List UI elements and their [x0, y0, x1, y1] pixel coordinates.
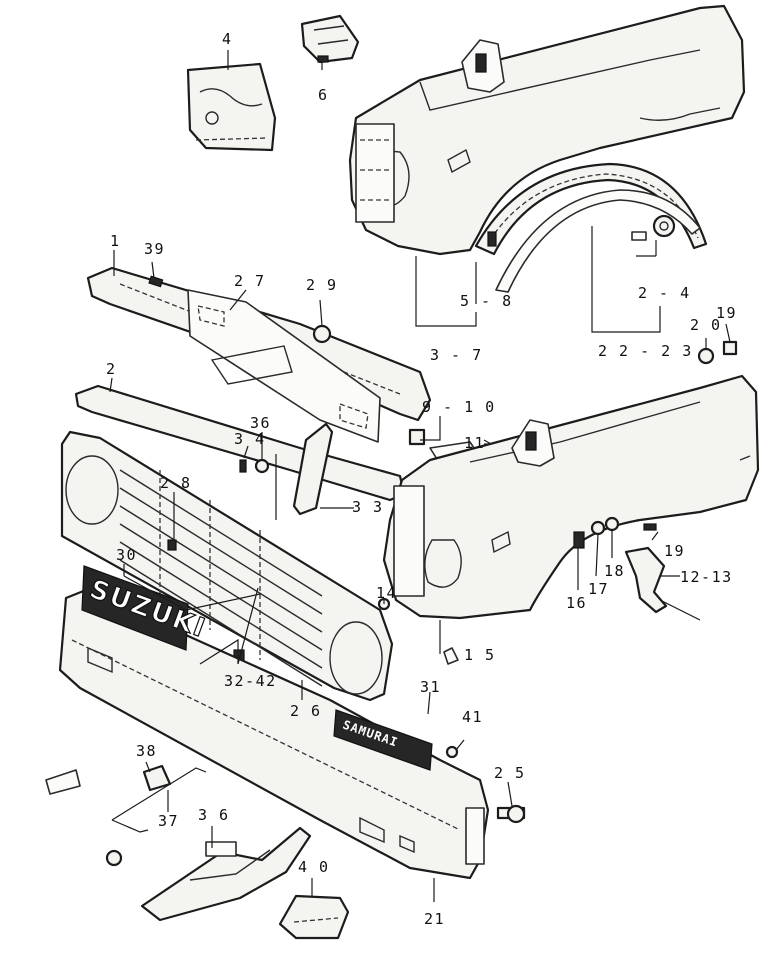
part-3-7-front-fender-upper	[348, 4, 746, 256]
callout-36b: 3 6	[198, 806, 230, 824]
callout-14: 14	[376, 584, 397, 602]
callout-39: 39	[144, 240, 165, 258]
callout-31: 31	[420, 678, 441, 696]
part-26-front-grille	[60, 430, 394, 702]
callout-18: 18	[604, 562, 625, 580]
part-14-15-clips	[377, 597, 459, 665]
callout-25: 2 5	[494, 764, 526, 782]
part-21-front-bumper	[58, 588, 490, 880]
callout-6: 6	[318, 86, 329, 104]
callout-19: 19	[716, 304, 737, 322]
part-20-19-fasteners	[697, 340, 738, 365]
callout-11: 11	[464, 434, 485, 452]
callout-30: 30	[116, 546, 137, 564]
callout-17: 17	[588, 580, 609, 598]
callout-22-23: 2 2 - 2 3	[598, 342, 693, 360]
callout-5-8: 5 - 8	[460, 292, 513, 310]
callout-2-4: 2 - 4	[638, 284, 691, 302]
callout-12-13: 12-13	[680, 568, 733, 586]
callout-28: 2 8	[160, 474, 192, 492]
part-41-25-fasteners	[445, 745, 526, 824]
callout-32-42: 32-42	[224, 672, 277, 690]
part-36-scissor-jack	[140, 826, 312, 922]
leader-lines	[109, 50, 731, 902]
part-39-clip	[148, 275, 164, 288]
callout-36: 36	[250, 414, 271, 432]
part-6-hinge-bracket	[300, 14, 360, 64]
callout-26: 2 6	[290, 702, 322, 720]
part-38-37-jack-handle	[45, 764, 207, 867]
callout-20: 2 0	[690, 316, 722, 334]
callout-4: 4	[222, 30, 233, 48]
part-2-4-bolt	[631, 214, 676, 241]
part-27-cover-sheet	[187, 289, 381, 443]
callout-1: 1	[110, 232, 121, 250]
callout-21: 21	[424, 910, 445, 928]
callout-29: 2 9	[306, 276, 338, 294]
part-12-13-mud-bracket	[624, 546, 701, 621]
callout-40: 4 0	[298, 858, 330, 876]
callout-3-7: 3 - 7	[430, 346, 483, 364]
part-4-bracket-plate	[186, 62, 277, 152]
part-40-jack-plate	[278, 894, 350, 940]
callout-9-10: 9 - 1 0	[422, 398, 496, 416]
part-22-23-fender-liner	[495, 189, 701, 293]
callout-33: 3 3	[352, 498, 384, 516]
callout-41: 41	[462, 708, 483, 726]
part-34-36-screws	[239, 458, 270, 474]
callout-19b: 19	[664, 542, 685, 560]
callout-labels: 4 6 1 39 2 7 2 9 2 2 - 4 5 - 8 3 - 7 2 2…	[106, 30, 737, 928]
callout-38: 38	[136, 742, 157, 760]
part-31-samurai-badge: SAMURAI	[333, 709, 433, 771]
part-lower-front-fender	[382, 374, 760, 620]
part-33-support-strut	[292, 422, 334, 516]
callout-27: 2 7	[234, 272, 266, 290]
callout-16: 16	[566, 594, 587, 612]
callout-2: 2	[106, 360, 117, 378]
part-29-grommet	[312, 324, 332, 344]
grille-slats	[119, 469, 323, 687]
callout-34: 3 4	[234, 430, 266, 448]
callout-15: 1 5	[464, 646, 496, 664]
callout-37: 37	[158, 812, 179, 830]
